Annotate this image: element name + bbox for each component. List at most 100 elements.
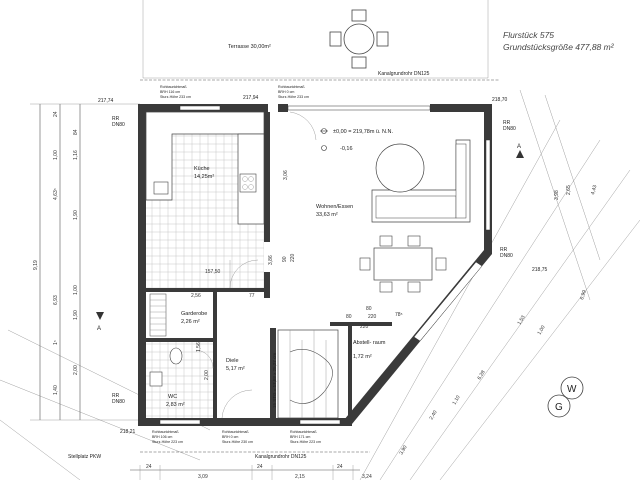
plan-label: 3,98 — [554, 190, 560, 200]
plan-label: 84 — [73, 129, 79, 135]
opening-notes: Rohbaurichtmaß BRH 116 cm Sturz-Höhe 233… — [152, 85, 321, 444]
plan-label: BRH 0 cm — [278, 90, 294, 94]
hall-area: 5,17 m² — [226, 366, 245, 372]
parcel-info: Flurstück 575 Grundstücksgröße 477,88 m² — [503, 30, 615, 52]
wardrobe: Garderobe 2,26 m² — [149, 293, 207, 337]
plan-label: 1,00 — [537, 324, 547, 336]
plan-label: 1,10 — [452, 394, 462, 406]
wc-area: 2,83 m² — [166, 402, 185, 408]
plan-label: RR — [500, 247, 508, 253]
terrace-label: Terrasse 30,00m² — [228, 44, 271, 50]
plan-label: 1,90 — [73, 310, 79, 320]
sewer-bottom-label: Kanalgrundrohr DN125 — [255, 454, 307, 460]
plan-label: BRH 0 cm — [222, 435, 238, 439]
plan-label: BRH 106 cm — [152, 435, 172, 439]
plan-label: 24 — [257, 464, 263, 470]
plan-label: 3,09 — [198, 474, 208, 480]
kitchen-name: Küche — [194, 166, 210, 172]
plan-label: Sturz-Höhe 230 cm — [222, 440, 253, 444]
level-floor: ±0,00 = 219,78m ü. N.N. — [333, 129, 394, 135]
inner-walls — [146, 112, 392, 420]
wc: WC 2,83 m² — [146, 342, 214, 418]
plan-label: 78⁵ — [395, 312, 403, 318]
plan-label: 77 — [249, 293, 255, 299]
plan-label: 3,86 — [268, 255, 274, 265]
plan-label: 220 — [360, 324, 369, 330]
plan-label: DN80 — [112, 399, 125, 405]
plan-label: Rohbaurichtmaß — [160, 85, 187, 89]
plan-label: 1⁵ — [53, 340, 59, 345]
plan-label: 3,24 — [362, 474, 372, 480]
living-name: Wohnen/Essen — [316, 204, 353, 210]
plan-label: 3,90 — [399, 444, 409, 456]
plan-label: 217,94 — [243, 95, 259, 101]
compass-w: W — [567, 384, 577, 395]
outer-walls — [138, 104, 492, 426]
plan-label: 218,75 — [532, 267, 548, 273]
elevation-labels: 217,74 217,94 218,70 218,75 218,21 RR DN… — [98, 95, 548, 435]
hall: Diele 5,17 m² — [221, 358, 253, 419]
plan-label: A — [97, 326, 101, 332]
parcel-size: Grundstücksgröße 477,88 m² — [503, 42, 615, 52]
plan-label: 24 — [337, 464, 343, 470]
living-dining: Wohnen/Essen 33,63 m² ±0,00 = 219,78m ü.… — [289, 111, 471, 293]
left-dimensions: 9,19 4,63⁵ 6,93 1,00 1,16 24 84 1,90 2,0… — [30, 103, 140, 421]
plan-label: 80 — [366, 306, 372, 312]
plan-label: 1,16 — [73, 150, 79, 160]
plan-label: 1,40 — [53, 385, 59, 395]
plan-label: 2,15 — [295, 474, 305, 480]
plan-label: Sturz-Höhe 233 cm — [160, 95, 191, 99]
plan-label: Rohbaurichtmaß — [278, 85, 305, 89]
plan-label: 217,74 — [98, 98, 114, 104]
plan-label: 90 — [282, 256, 288, 262]
plan-label: 4,63⁵ — [53, 188, 59, 200]
storage-name: Abstell- raum — [353, 340, 386, 346]
plan-label: 1,00 — [53, 150, 59, 160]
plan-label: 218,21 — [120, 429, 136, 435]
wardrobe-area: 2,26 m² — [181, 319, 200, 325]
plan-label: DN80 — [112, 122, 125, 128]
living-area: 33,63 m² — [316, 212, 338, 218]
compass-g: G — [555, 402, 563, 413]
plan-label: 220 — [368, 314, 377, 320]
storage: Abstell- raum 1,72 m² — [353, 340, 386, 360]
kitchen: Küche 14,25m² — [145, 111, 265, 289]
plan-label: 24 — [53, 111, 59, 117]
plan-label: 2,65 — [566, 185, 572, 195]
compass-icon: W G — [547, 376, 584, 418]
plan-label: 6,93 — [53, 295, 59, 305]
plan-label: 2,00 — [204, 370, 210, 380]
plan-label: Sturz-Höhe 223 cm — [290, 440, 321, 444]
inner-dimensions: 2,56 77 1,56 157,50 90 220 80 220 78⁵ 80… — [191, 170, 403, 380]
stairs-label: 15 STG = 17,88 x 25,27 cm — [272, 353, 277, 408]
plan-label: 4,43 — [590, 184, 598, 195]
plan-label: 1,90 — [73, 210, 79, 220]
plan-label: Sturz-Höhe 223 cm — [152, 440, 183, 444]
plan-label: 80 — [346, 314, 352, 320]
plan-label: RR — [503, 120, 511, 126]
plan-label: Rohbaurichtmaß — [222, 430, 249, 434]
plan-label: 9,19 — [33, 260, 39, 270]
plan-label: Rohbaurichtmaß — [290, 430, 317, 434]
plan-label: BRH 171 cm — [290, 435, 310, 439]
section-marks: A A — [96, 144, 524, 332]
terrace-area: Terrasse 30,00m² Kanalgrundrohr DN125 — [140, 0, 500, 81]
plan-label: Rohbaurichtmaß — [152, 430, 179, 434]
parking-label: Stellplatz PKW — [68, 454, 101, 460]
plan-label: 157,50 — [205, 269, 221, 275]
plan-label: 1,00 — [73, 285, 79, 295]
plan-label: A — [517, 144, 521, 150]
sewer-top-label: Kanalgrundrohr DN125 — [378, 71, 430, 77]
plan-label: RR — [112, 393, 120, 399]
plan-label: 2,56 — [191, 293, 201, 299]
plan-label: 6,28 — [477, 369, 487, 381]
plan-label: 218,70 — [492, 97, 508, 103]
outdoor-table — [329, 9, 389, 69]
plan-label: 3,06 — [283, 170, 289, 180]
plan-label: 1,56 — [196, 342, 202, 352]
plan-label: 220 — [290, 253, 296, 262]
kitchen-area: 14,25m² — [194, 174, 214, 180]
plan-label: RR — [112, 116, 120, 122]
plan-label: 2,40 — [429, 409, 439, 421]
